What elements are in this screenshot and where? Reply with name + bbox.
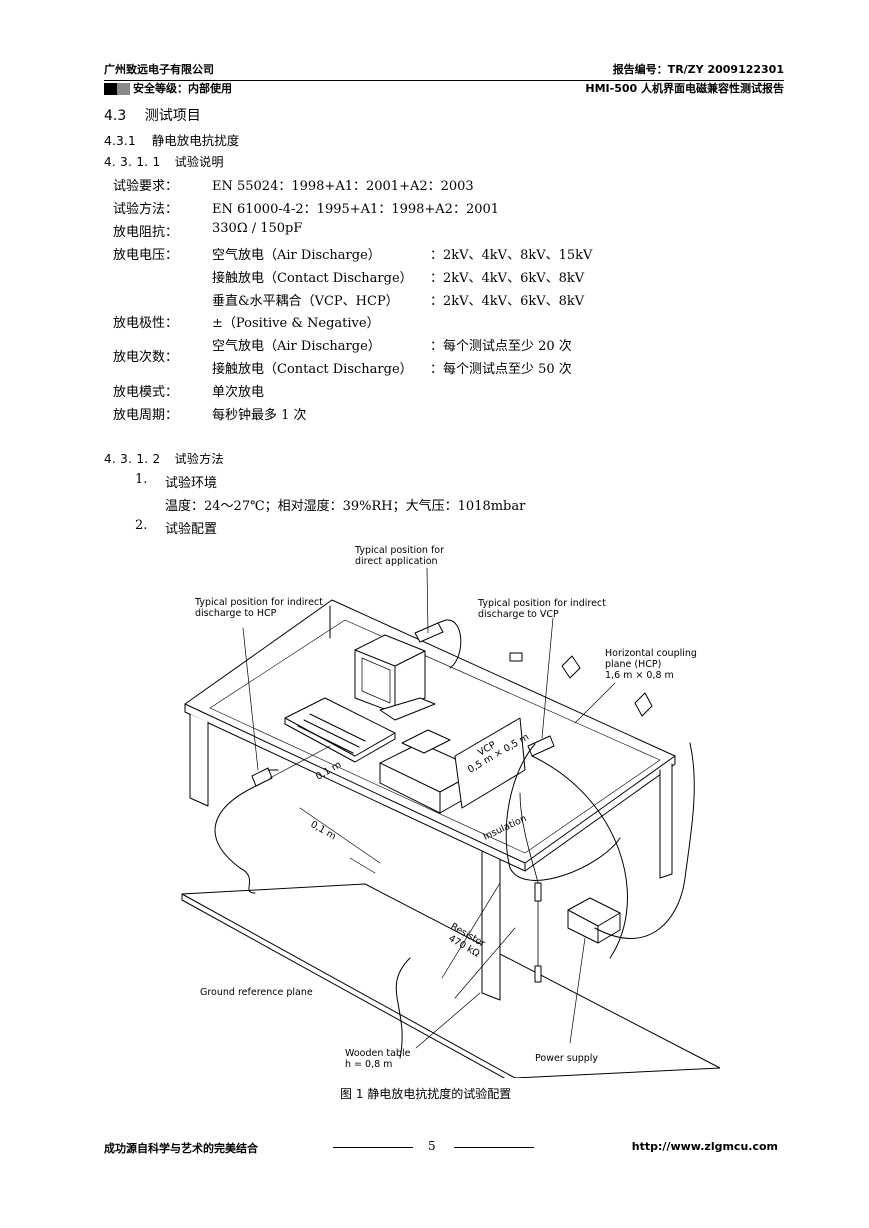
esd-gun-icon <box>251 767 279 787</box>
company-name: 广州致远电子有限公司 <box>104 63 214 76</box>
footer-rule-right <box>454 1147 534 1148</box>
header-square-black <box>104 83 117 95</box>
esd-gun-icon <box>527 735 555 757</box>
footer-rule-left <box>333 1147 413 1148</box>
voltage-row-value: ：2kV、4kV、6kV、8kV <box>430 271 585 286</box>
resistor-icon <box>534 965 542 983</box>
footer-slogan: 成功源自科学与艺术的完美结合 <box>104 1142 258 1155</box>
label-direct-2: direct application <box>355 556 438 567</box>
voltage-row-value: ：2kV、4kV、6kV、8kV <box>430 294 585 309</box>
voltage-row-value: ：2kV、4kV、8kV、15kV <box>430 248 593 263</box>
label-table-1: Wooden table <box>345 1048 411 1059</box>
spec-value-impedance: 330Ω / 150pF <box>212 221 303 236</box>
label-power-supply: Power supply <box>535 1053 598 1064</box>
figure-caption: 图 1 静电放电抗扰度的试验配置 <box>340 1087 512 1101</box>
label-hcp-2: discharge to HCP <box>195 608 277 619</box>
table-leg <box>659 763 673 879</box>
subsubsection-2-title: 试验方法 <box>174 452 224 466</box>
report-title: HMI-500 人机界面电磁兼容性测试报告 <box>585 82 784 95</box>
label-ground-plane: Ground reference plane <box>200 987 313 998</box>
report-number: 报告编号：TR/ZY 2009122301 <box>612 63 784 76</box>
voltage-row-name: 接触放电（Contact Discharge） <box>212 271 413 286</box>
section-number: 4.3 <box>104 108 127 124</box>
spec-label-polarity: 放电极性： <box>113 316 179 331</box>
resistor-icon <box>534 882 542 902</box>
label-vcp-1: Typical position for indirect <box>477 598 606 609</box>
spec-value-period: 每秒钟最多 1 次 <box>212 408 307 423</box>
subsubsection-2-heading: 4. 3. 1. 2 试验方法 <box>104 450 224 467</box>
page-number: 5 <box>428 1139 436 1153</box>
header-square-gray <box>117 83 130 95</box>
esd-setup-diagram: Typical position for direct application … <box>181 545 720 1078</box>
table-leg <box>481 851 501 1001</box>
label-hplane-1: Horizontal coupling <box>605 648 697 659</box>
method-item-detail: 温度：24～27℃；相对湿度：39%RH；大气压：1018mbar <box>165 499 526 514</box>
label-vcp-2: discharge to VCP <box>478 609 559 620</box>
spec-value-polarity: ±（Positive & Negative） <box>212 316 380 331</box>
subsubsection-2-number: 4. 3. 1. 2 <box>104 452 161 466</box>
spec-label-mode: 放电模式： <box>113 385 179 400</box>
subsection-number: 4.3.1 <box>104 133 136 148</box>
method-item-title: 试验环境 <box>165 476 218 491</box>
count-row-name: 接触放电（Contact Discharge） <box>212 362 413 377</box>
spec-label-voltage: 放电电压： <box>113 248 179 263</box>
section-title: 测试项目 <box>144 108 201 124</box>
label-distance-2: 0,1 m <box>309 819 338 842</box>
subsection-title: 静电放电抗扰度 <box>151 133 240 148</box>
spec-label-requirement: 试验要求： <box>113 179 179 194</box>
voltage-row-name: 空气放电（Air Discharge） <box>212 248 381 263</box>
label-hcp-1: Typical position for indirect <box>194 597 323 608</box>
count-row-value: ：每个测试点至少 50 次 <box>430 362 572 377</box>
table-leg <box>189 713 209 807</box>
spec-value-requirement: EN 55024：1998+A1：2001+A2：2003 <box>212 179 474 194</box>
label-direct-1: Typical position for <box>354 545 444 556</box>
header-rule <box>104 80 784 81</box>
esd-gun-icon <box>414 619 447 643</box>
method-item-number: 2. <box>135 518 148 533</box>
vcp-plane <box>454 717 526 809</box>
subsection-heading: 4.3.1 静电放电抗扰度 <box>104 130 239 149</box>
spec-label-count: 放电次数： <box>113 350 179 365</box>
spec-label-method: 试验方法： <box>113 202 179 217</box>
security-level: 安全等级：内部使用 <box>133 82 232 95</box>
spec-label-impedance: 放电阻抗： <box>113 225 179 240</box>
spec-label-period: 放电周期： <box>113 408 179 423</box>
section-heading: 4.3 测试项目 <box>104 105 201 125</box>
power-supply-box <box>567 897 621 944</box>
ground-plane-outline <box>181 883 720 1078</box>
count-row-name: 空气放电（Air Discharge） <box>212 339 381 354</box>
label-hplane-3: 1,6 m × 0,8 m <box>605 670 674 681</box>
spec-value-method: EN 61000-4-2：1995+A1：1998+A2：2001 <box>212 202 500 217</box>
subsubsection-1-heading: 4. 3. 1. 1 试验说明 <box>104 153 224 170</box>
voltage-row-name: 垂直&水平耦合（VCP、HCP） <box>212 294 399 309</box>
label-hplane-2: plane (HCP) <box>605 659 661 670</box>
label-table-2: h = 0,8 m <box>345 1059 392 1070</box>
subsubsection-1-number: 4. 3. 1. 1 <box>104 155 161 169</box>
method-item-title: 试验配置 <box>165 522 218 537</box>
subsubsection-1-title: 试验说明 <box>174 155 224 169</box>
footer-url: http://www.zlgmcu.com <box>631 1140 778 1153</box>
spec-value-mode: 单次放电 <box>212 385 265 400</box>
method-item-number: 1. <box>135 472 148 487</box>
count-row-value: ：每个测试点至少 20 次 <box>430 339 572 354</box>
